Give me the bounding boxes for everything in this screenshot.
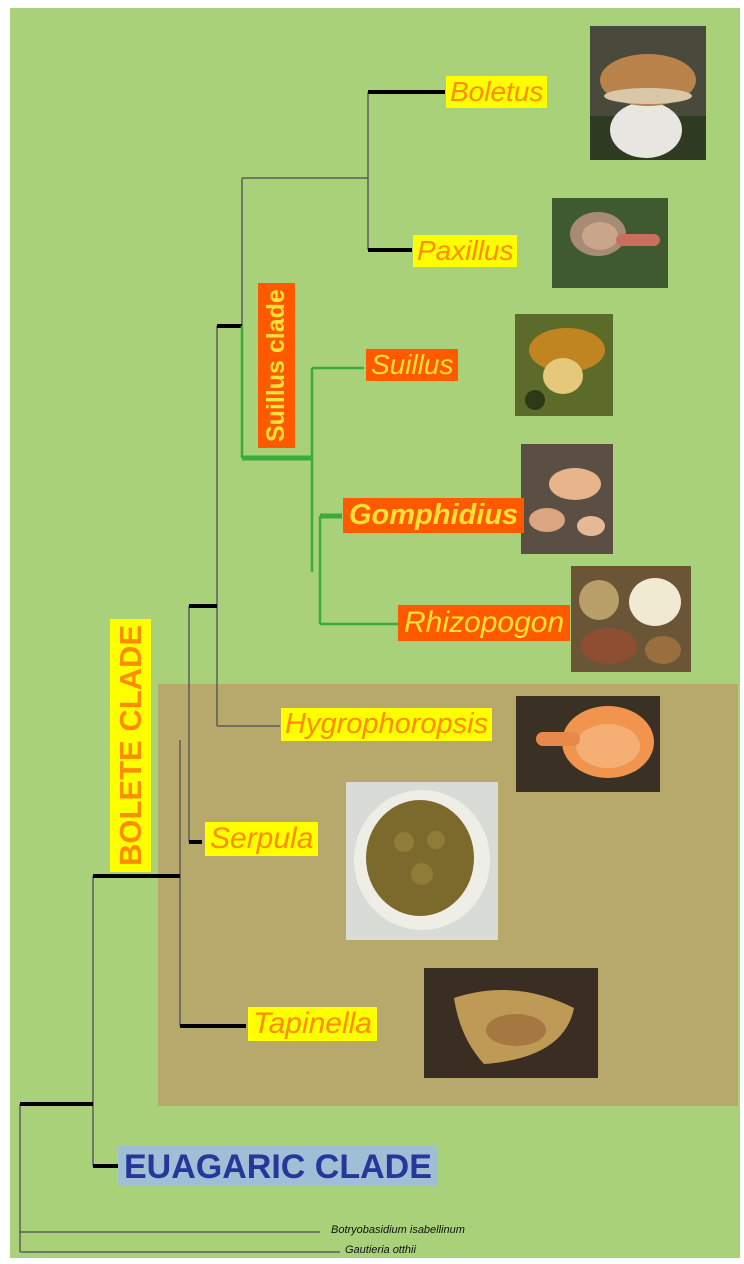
outgroup-label-botryobasidium: Botryobasidium isabellinum	[331, 1225, 465, 1236]
tapinella-image	[424, 968, 598, 1078]
bolete-clade-label: BOLETE CLADE	[110, 619, 151, 872]
taxon-label-serpula: Serpula	[205, 822, 318, 856]
euagaric-clade-label: EUAGARIC CLADE	[118, 1146, 438, 1186]
serpula-image	[346, 782, 498, 940]
suillus-image	[515, 314, 613, 416]
gomphidius-photo	[521, 444, 613, 554]
outgroup-label-gautieria: Gautieria otthii	[345, 1245, 416, 1256]
tapinella-photo	[424, 968, 598, 1078]
taxon-label-boletus: Boletus	[446, 76, 547, 108]
taxon-label-suillus: Suillus	[366, 349, 458, 381]
taxon-label-rhizopogon: Rhizopogon	[398, 605, 570, 641]
taxon-label-gomphidius: Gomphidius	[343, 498, 524, 533]
suillus-clade-label: Suillus clade	[258, 283, 295, 448]
rhizopogon-photo	[571, 566, 691, 672]
boletus-image	[590, 26, 706, 160]
taxon-label-tapinella: Tapinella	[248, 1007, 377, 1041]
rhizopogon-image	[571, 566, 691, 672]
hygrophoropsis-image	[516, 696, 660, 792]
suillus-photo	[515, 314, 613, 416]
gomphidius-image	[521, 444, 613, 554]
taxon-label-paxillus: Paxillus	[413, 235, 517, 267]
boletus-photo	[590, 26, 706, 160]
taxon-label-hygrophoropsis: Hygrophoropsis	[281, 708, 492, 741]
hygrophoropsis-photo	[516, 696, 660, 792]
serpula-photo	[346, 782, 498, 940]
paxillus-photo	[552, 198, 668, 288]
paxillus-image	[552, 198, 668, 288]
